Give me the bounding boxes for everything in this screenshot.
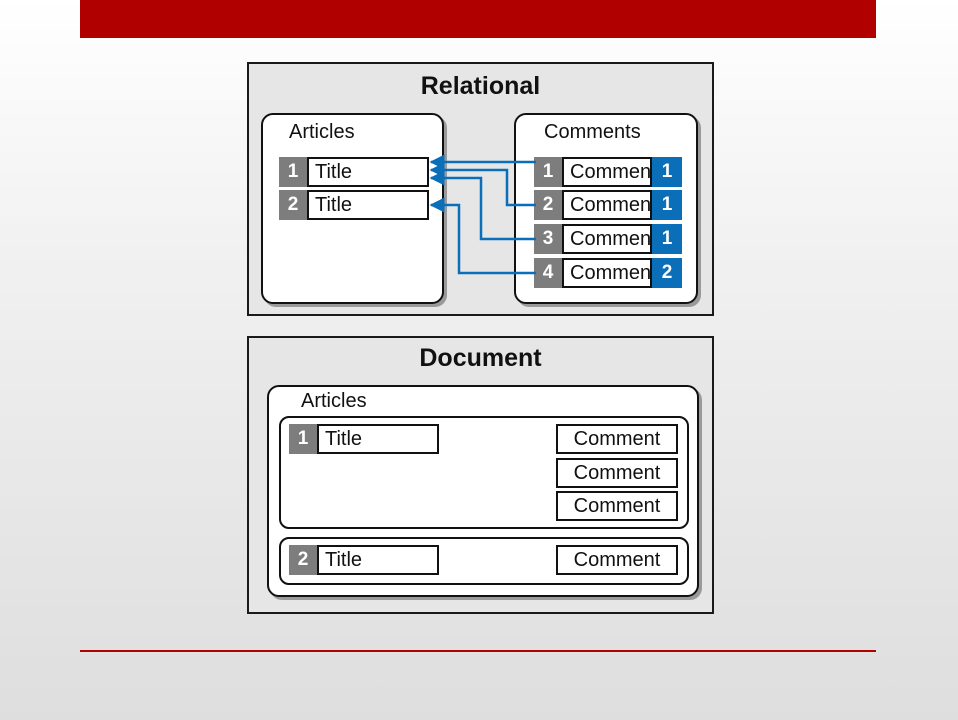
article-title: Title: [317, 424, 439, 454]
document-article-row: 2 Title: [289, 545, 441, 575]
article-id: 2: [279, 190, 307, 220]
comment-id: 1: [534, 157, 562, 187]
relational-articles-label: Articles: [289, 121, 355, 143]
relational-comment-row: 3 Comment 1: [534, 224, 682, 254]
relational-title: Relational: [420, 72, 541, 100]
relational-panel: Relational Articles Comments 1 Title 2 T…: [247, 62, 714, 316]
article-title: Title: [307, 157, 429, 187]
comment-article-ref: 1: [652, 224, 682, 254]
article-id: 1: [279, 157, 307, 187]
relational-article-row: 1 Title: [279, 157, 429, 187]
article-title: Title: [317, 545, 439, 575]
top-accent-bar: [80, 0, 876, 38]
document-article-row: 1 Title: [289, 424, 441, 454]
bottom-accent-rule: [80, 650, 876, 652]
comment-text: Comment: [556, 545, 678, 575]
embedded-comment: Comment: [556, 458, 678, 488]
comment-article-ref: 2: [652, 258, 682, 288]
relational-comment-row: 4 Comment 2: [534, 258, 682, 288]
document-articles-label: Articles: [301, 390, 367, 412]
relational-comment-row: 1 Comment 1: [534, 157, 682, 187]
comment-id: 3: [534, 224, 562, 254]
document-panel: Document Articles 1 Title Comment Commen…: [247, 336, 714, 614]
embedded-comment: Comment: [556, 491, 678, 521]
article-id: 2: [289, 545, 317, 575]
comment-article-ref: 1: [652, 157, 682, 187]
article-id: 1: [289, 424, 317, 454]
relational-comments-label: Comments: [544, 121, 641, 143]
relational-article-row: 2 Title: [279, 190, 429, 220]
comment-id: 2: [534, 190, 562, 220]
comment-article-ref: 1: [652, 190, 682, 220]
comment-text: Comment: [562, 224, 657, 254]
comment-text: Comment: [562, 258, 657, 288]
comment-text: Comment: [562, 190, 657, 220]
comment-id: 4: [534, 258, 562, 288]
comment-text: Comment: [556, 458, 678, 488]
comment-text: Comment: [556, 424, 678, 454]
article-title: Title: [307, 190, 429, 220]
comment-text: Comment: [556, 491, 678, 521]
comment-text: Comment: [562, 157, 657, 187]
embedded-comment: Comment: [556, 424, 678, 454]
embedded-comment: Comment: [556, 545, 678, 575]
relational-comment-row: 2 Comment 1: [534, 190, 682, 220]
document-title: Document: [419, 344, 542, 372]
